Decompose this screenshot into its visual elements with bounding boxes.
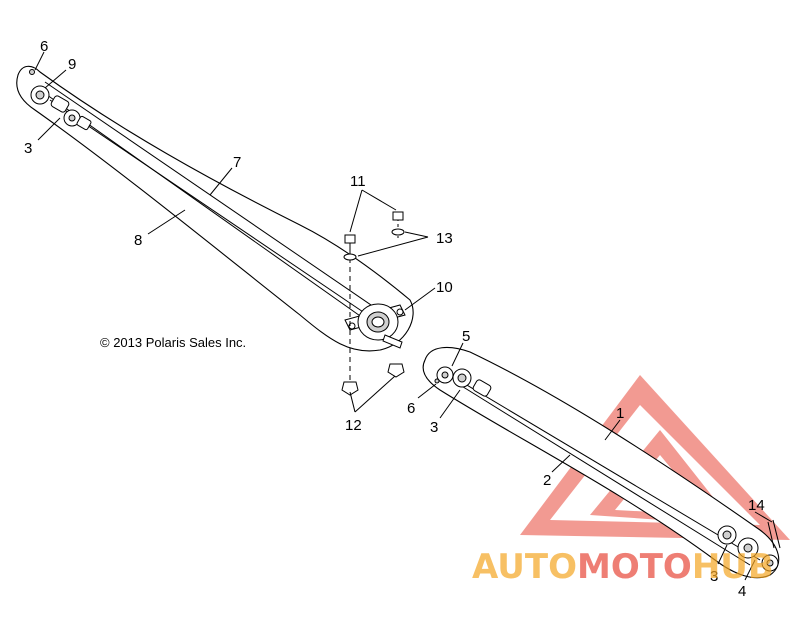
callout-8: 8 [134,232,142,249]
callout-6: 6 [40,38,48,55]
leader-lines [34,51,773,581]
watermark-moto: MOTO [577,547,692,587]
carrier-bearing [344,303,406,349]
watermark-hub: HUB [692,547,774,587]
rear-u-joint [434,366,492,397]
callout-6-rear: 6 [407,400,415,417]
callout-4: 4 [738,583,746,600]
callout-3-end: 3 [710,568,718,585]
watermark-auto: AUTO [472,547,577,587]
front-u-joint [29,69,92,131]
watermark-text: AUTOMOTOHUB [472,547,774,587]
svg-text:AUTOMOTOHUB: AUTOMOTOHUB [472,547,774,587]
callout-9: 9 [68,56,76,73]
hardware-bolts [341,211,405,396]
rear-prop-shaft [422,346,780,579]
front-prop-shaft [16,65,414,352]
callout-3: 3 [24,140,32,157]
copyright-text: © 2013 Polaris Sales Inc. [100,335,246,350]
callout-12: 12 [345,417,362,434]
callout-10: 10 [436,279,453,296]
callout-2: 2 [543,472,551,489]
rear-end-yoke [717,519,781,572]
callout-5: 5 [462,328,470,345]
callout-13: 13 [436,230,453,247]
callout-7: 7 [233,154,241,171]
callout-1: 1 [616,405,624,422]
callout-11: 11 [350,173,366,190]
callout-3-rear: 3 [430,419,438,436]
callout-14: 14 [748,497,765,514]
